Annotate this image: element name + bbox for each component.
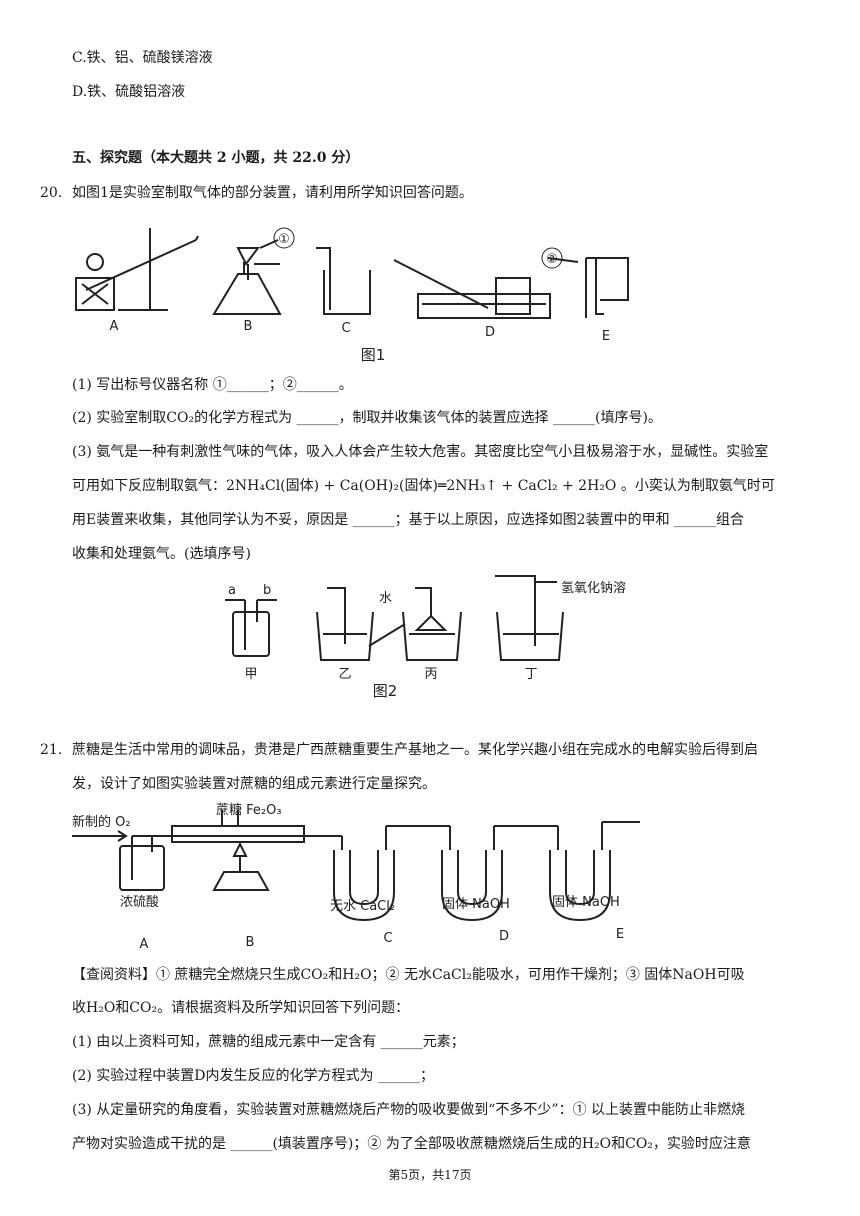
q21-stem-line2: 发，设计了如图实验装置对蔗糖的组成元素进行定量探究。 [72, 776, 436, 792]
page-footer: 第5页，共17页 [388, 1168, 472, 1182]
fig-sucrose-label: 蔗糖 Fe₂O₃ [216, 802, 282, 818]
option-c: C.铁、铝、硫酸镁溶液 [72, 50, 213, 66]
fig2-label-jia: 甲 [244, 667, 257, 682]
figure-1: ① ② A B C D E 图1 [75, 227, 629, 364]
fig2-label-bing: 丙 [424, 667, 437, 682]
q20-part3-line1: (3) 氨气是一种有刺激性气味的气体，吸入人体会产生较大危害。其密度比空气小且极… [72, 444, 769, 460]
fig2-naoh: 氢氧化钠溶 [561, 581, 626, 596]
mark-1: ① [278, 232, 290, 247]
q21-number: 21. [40, 742, 63, 758]
q20-part3-line3: 用E装置来收集，其他同学认为不妥，原因是 ______；基于以上原因，应选择如图… [72, 512, 745, 528]
fig2-label-yi: 乙 [338, 667, 351, 682]
option-d: D.铁、硫酸铝溶液 [72, 84, 186, 100]
q21-part2: (2) 实验过程中装置D内发生反应的化学方程式为 ______； [72, 1068, 434, 1084]
fig-label-b: B [246, 935, 255, 950]
q20-part2: (2) 实验室制取CO₂的化学方程式为 ______，制取并收集该气体的装置应选… [72, 410, 662, 426]
fig2-b: b [263, 583, 271, 598]
q21-part3-line2: 产物对实验造成干扰的是 ______(填装置序号)；② 为了全部吸收蔗糖燃烧后生… [72, 1136, 751, 1152]
fig-naoh1-label: 固体 NaOH [442, 897, 510, 912]
q21-stem-line1: 蔗糖是生活中常用的调味品，贵港是广西蔗糖重要生产基地之一。某化学兴趣小组在完成水… [72, 742, 758, 758]
q21-resource-line2: 收H₂O和CO₂。请根据资料及所学知识回答下列问题： [72, 1000, 410, 1016]
fig-label-c: C [383, 931, 392, 946]
fig2-a: a [228, 583, 236, 598]
q21-resource-line1: 【查阅资料】① 蔗糖完全燃烧只生成CO₂和H₂O；② 无水CaCl₂能吸水，可用… [72, 967, 745, 983]
q20-part3-line2: 可用如下反应制取氨气：2NH₄Cl(固体) + Ca(OH)₂(固体)═2NH₃… [72, 478, 775, 494]
fig-o2-label: 新制的 O₂ [72, 814, 131, 830]
section-title: 五、探究题（本大题共 2 小题，共 22.0 分） [72, 150, 360, 166]
fig-label-e: E [616, 927, 624, 942]
fig-label-d: D [499, 929, 509, 944]
q20-number: 20. [40, 185, 63, 201]
q20-part1: (1) 写出标号仪器名称 ①______；②______。 [72, 377, 353, 393]
fig2-caption: 图2 [373, 682, 398, 700]
figure-2: a b 水 氢氧化钠溶 甲 乙 丙 丁 图2 [225, 575, 626, 700]
fig1-label-b: B [244, 319, 253, 334]
fig-naoh2-label: 固体 NaOH [552, 895, 620, 910]
fig-acid-label: 浓硫酸 [120, 895, 159, 910]
q20-stem: 如图1是实验室制取气体的部分装置，请利用所学知识回答问题。 [72, 185, 473, 201]
fig1-label-a: A [110, 319, 119, 334]
figure-q21: 新制的 O₂ 蔗糖 Fe₂O₃ 浓硫酸 无水 CaCl₂ 固体 NaOH 固体 … [72, 802, 640, 952]
fig-cacl2-label: 无水 CaCl₂ [330, 899, 395, 914]
fig-label-a: A [140, 937, 149, 952]
q21-part3-line1: (3) 从定量研究的角度看，实验装置对蔗糖燃烧后产物的吸收要做到“不多不少”：①… [72, 1102, 746, 1118]
mark-2: ② [546, 252, 558, 267]
fig2-water: 水 [379, 591, 392, 606]
fig1-label-c: C [341, 321, 350, 336]
q21-part1: (1) 由以上资料可知，蔗糖的组成元素中一定含有 ______元素； [72, 1034, 465, 1050]
fig1-label-d: D [485, 325, 495, 340]
q20-part3-line4: 收集和处理氨气。(选填序号) [72, 546, 251, 562]
fig1-caption: 图1 [361, 346, 386, 364]
fig2-label-ding: 丁 [524, 667, 537, 682]
fig1-label-e: E [602, 329, 610, 344]
